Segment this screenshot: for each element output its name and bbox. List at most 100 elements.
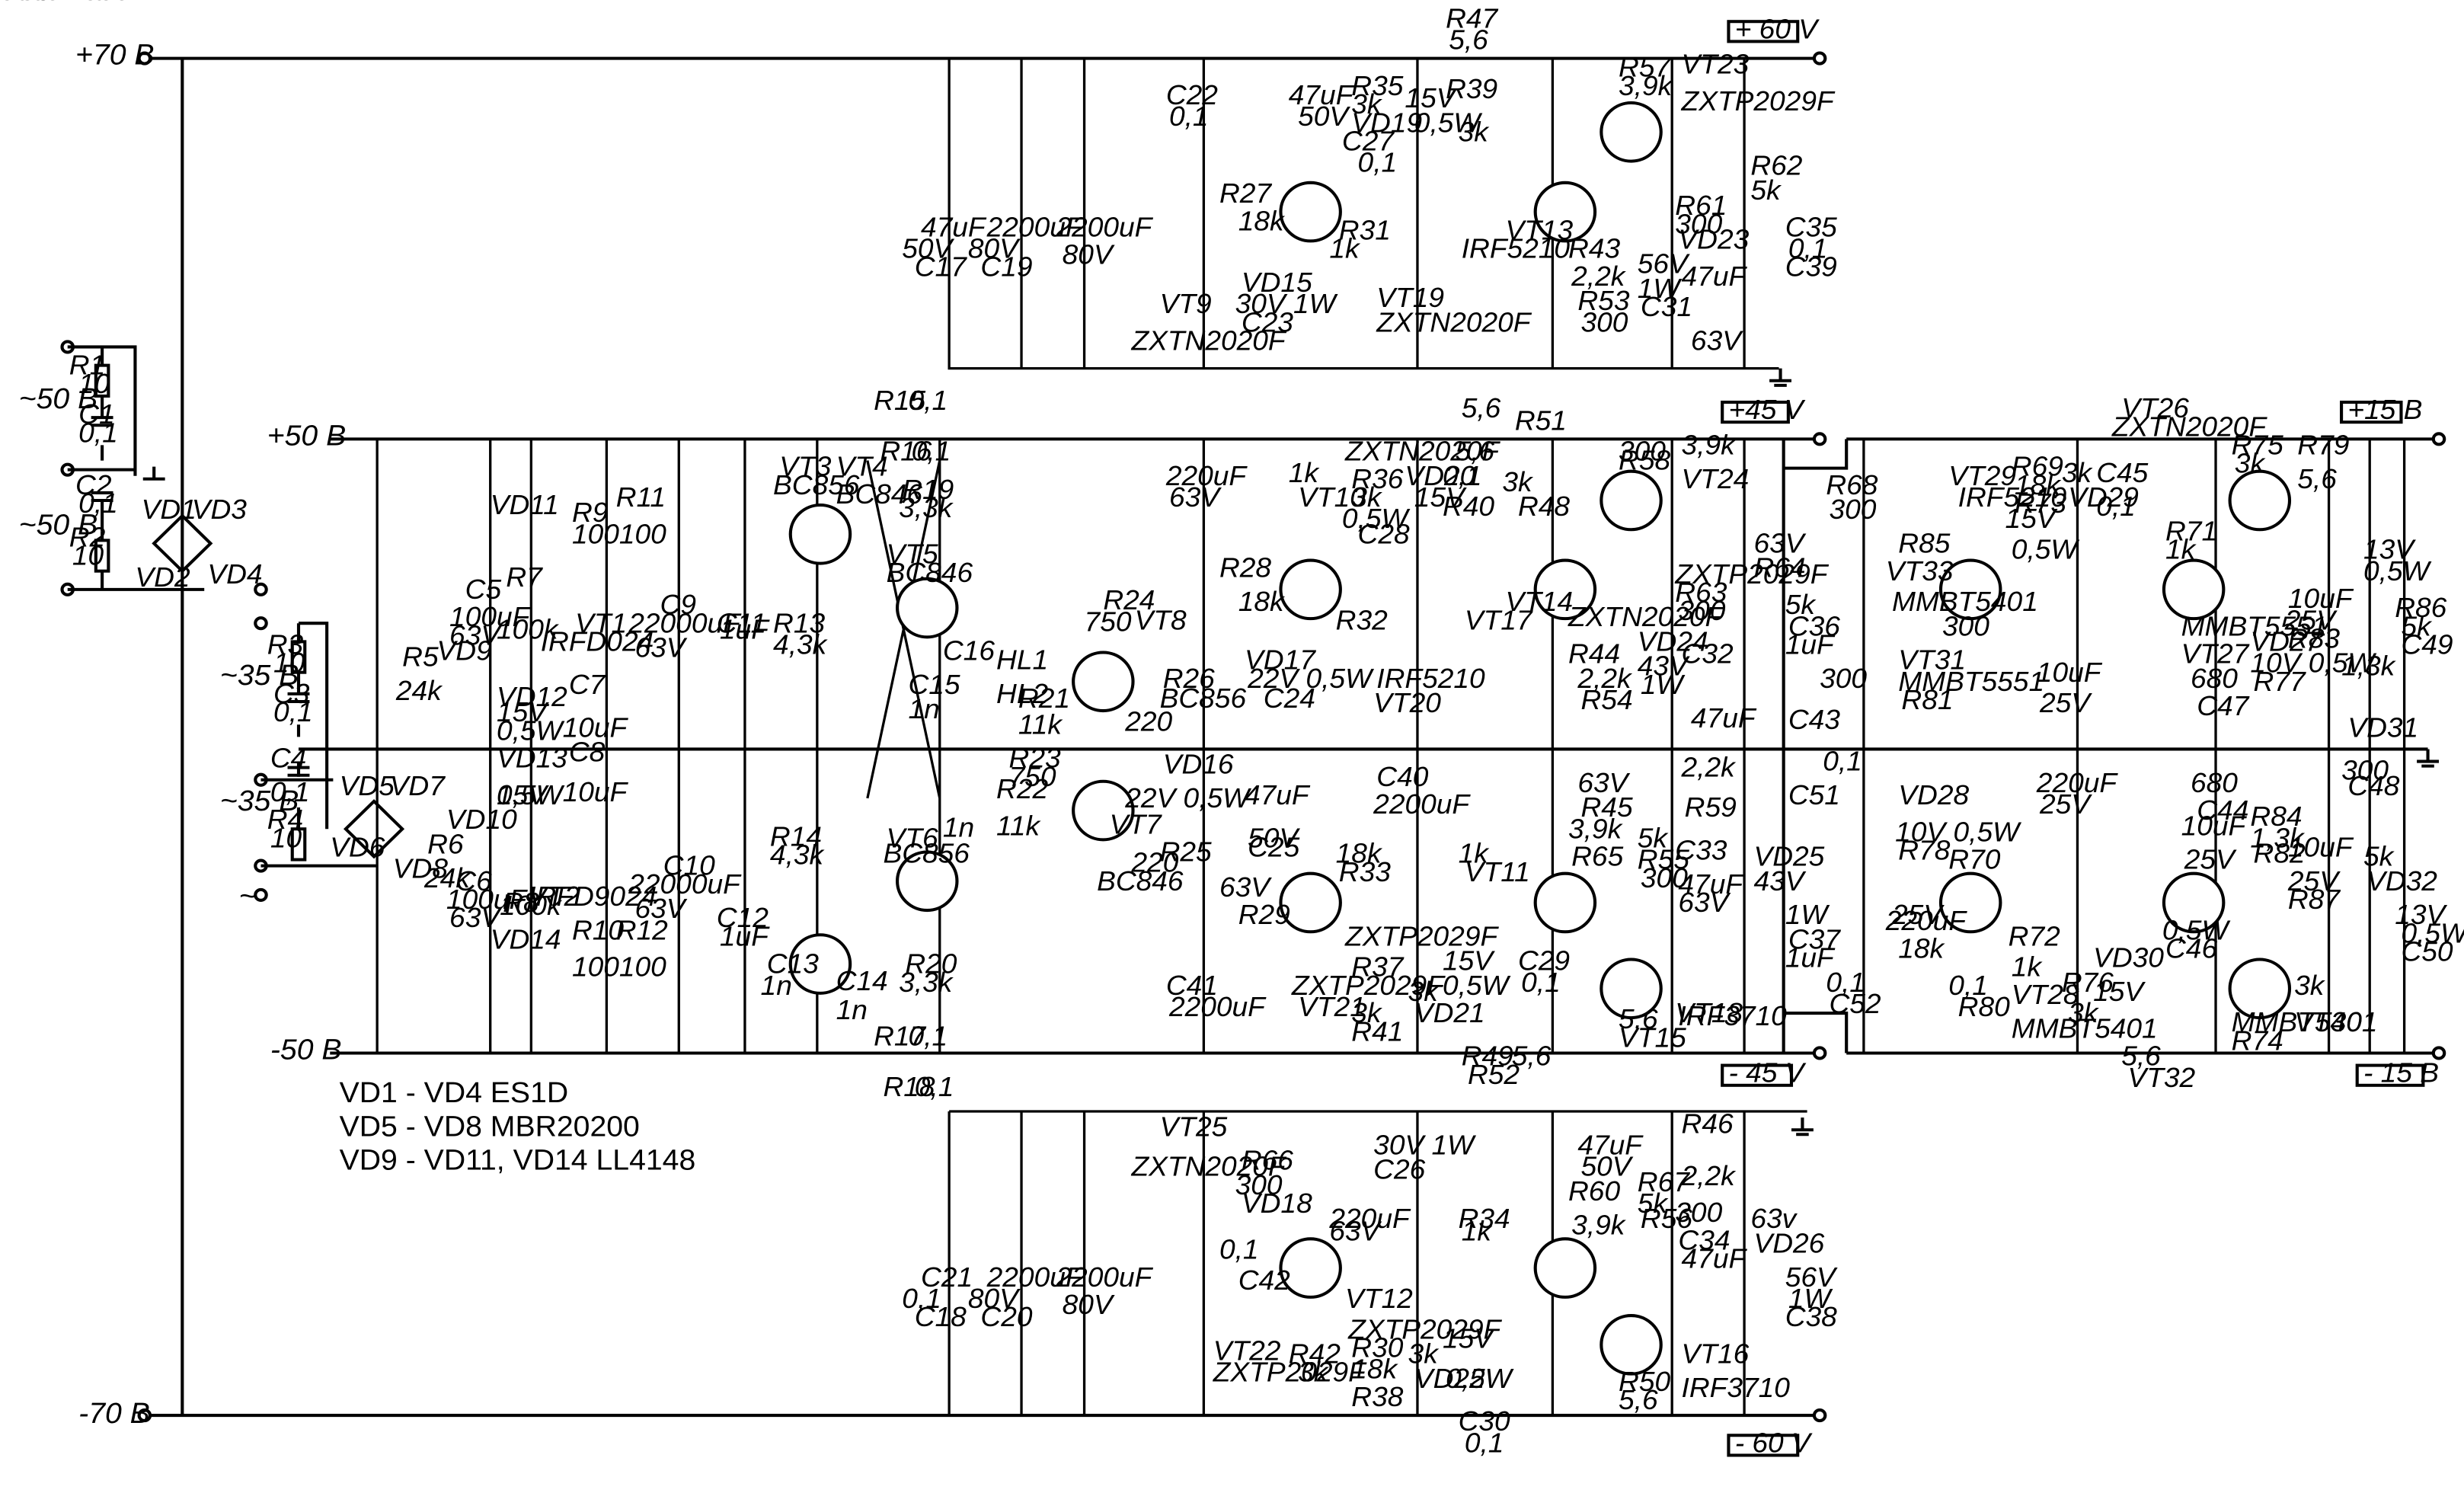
component-label: 63V (449, 903, 503, 934)
component-label: 47uF (1682, 261, 1748, 292)
component-label: C49 (2401, 629, 2453, 660)
component-label: 3k (1408, 976, 1440, 1007)
component-label: R32 (1336, 605, 1388, 636)
component-label: R15 (874, 385, 926, 416)
component-label: 2,2k (1577, 663, 1632, 694)
component-label: 0,5W (2401, 918, 2464, 949)
component-label: 3k (1351, 89, 1382, 120)
component-label: R55 (1638, 844, 1690, 875)
component-label: VT25 (1160, 1111, 1228, 1143)
component-label: R42 (1289, 1338, 1341, 1370)
component-label: 1k (2165, 534, 2197, 565)
component-label: 0,1 (1169, 101, 1209, 133)
output-label-plus15: +15 В (2347, 395, 2422, 426)
component-label: C1 (78, 399, 114, 430)
component-label: 3k (2235, 448, 2266, 479)
component-label: R20 (905, 948, 957, 980)
component-label: ZXTP2029F (1291, 970, 1446, 1001)
component-label: BC856 (773, 469, 860, 500)
component-label: 1uF (720, 614, 771, 645)
component-label: C13 (767, 948, 820, 980)
component-label: R28 (1219, 552, 1272, 583)
component-label: R60 (1568, 1175, 1621, 1207)
component-label: R38 (1351, 1381, 1404, 1412)
component-label: 11k (996, 810, 1041, 842)
component-label: VD14 (491, 924, 561, 955)
component-label: 1uF (1785, 629, 1836, 660)
component-label: 5k (1638, 1188, 1669, 1219)
component-label: ZXTN2020F (1568, 602, 1724, 633)
component-label: C44 (2197, 795, 2248, 826)
component-label: C24 (1264, 683, 1315, 714)
component-label: VT4 (836, 451, 888, 482)
component-label: IRF5210 (1958, 481, 2067, 513)
component-label: VT1 (575, 608, 627, 639)
component-label: 1n (761, 970, 792, 1001)
component-label: 0,1 (1788, 233, 1828, 264)
component-label: C38 (1785, 1302, 1838, 1333)
component-label: 10 (72, 540, 104, 571)
component-label: 220uF (2036, 767, 2119, 798)
component-label: ZXTN2020F (1130, 1151, 1287, 1182)
component-label: VT16 (1682, 1338, 1750, 1370)
component-label: 2200uF (1373, 788, 1472, 820)
component-label: C16 (943, 635, 996, 667)
component-label: 0,1 (78, 417, 118, 449)
component-label: R4 (267, 804, 303, 836)
component-label: R34 (1459, 1204, 1510, 1235)
component-label: ZXTP2029F (1344, 921, 1500, 952)
component-label: 0,1 (1823, 746, 1862, 777)
component-label: R46 (1682, 1108, 1734, 1140)
component-label: 1n (836, 995, 868, 1026)
component-label: C5 (465, 574, 502, 605)
component-label: VT7 (1110, 809, 1163, 840)
component-label: R6 (427, 829, 464, 860)
component-label: 63V (1219, 871, 1273, 903)
component-label: C15 (908, 669, 960, 700)
component-label: VD13 (497, 743, 567, 774)
component-label: VD25 (1753, 841, 1824, 872)
component-label: R37 (1351, 951, 1405, 983)
component-label: MMBT5551 (0, 0, 146, 6)
component-label: VD5 (340, 770, 395, 801)
component-label: VT33 (1886, 555, 1954, 587)
component-label: 1,3k (2341, 651, 2396, 682)
component-label: C7 (569, 669, 606, 700)
component-label: 1n (943, 812, 974, 843)
component-label: 30V 1W (1235, 289, 1338, 320)
component-label: 3k (1351, 998, 1382, 1029)
component-label: 47uF (1577, 1130, 1644, 1161)
component-label: 220 (1130, 847, 1179, 878)
component-label: R68 (1826, 469, 1878, 500)
component-label: 10uF (2037, 657, 2103, 688)
component-label: 15V (497, 779, 550, 810)
component-label: R79 (2297, 430, 2349, 461)
component-label: R9 (572, 497, 608, 529)
component-label: 63v (1750, 1204, 1798, 1235)
component-label: 5k (2401, 611, 2432, 642)
component-label: 2,2k (1571, 261, 1626, 292)
component-label: C40 (1376, 761, 1429, 792)
supply-regulator-blocks (376, 58, 2406, 1416)
component-label: 22000uF (628, 868, 742, 900)
component-label: 15V (1414, 481, 1468, 513)
component-label: 10uF (2288, 583, 2354, 614)
component-label: C33 (1675, 835, 1727, 866)
component-label: 63V (1329, 1216, 1382, 1247)
component-label: R8 (503, 887, 539, 918)
component-label: 80V (968, 233, 1021, 264)
component-label: 0,1 (1948, 970, 1988, 1001)
component-label: VT18 (1675, 998, 1743, 1029)
component-label: 63V (1691, 325, 1744, 356)
component-label: 15V (1405, 82, 1458, 113)
component-label: 5k (1785, 589, 1817, 620)
component-label: C48 (2347, 770, 2400, 801)
component-label: R84 (2250, 801, 2302, 833)
component-label: C29 (1518, 945, 1570, 977)
component-label: 50V (902, 233, 955, 264)
component-label: C35 (1785, 212, 1838, 243)
component-label: 300 (1942, 611, 1990, 642)
component-label: 0,1 (78, 488, 118, 519)
component-label: 18k (1238, 586, 1286, 617)
